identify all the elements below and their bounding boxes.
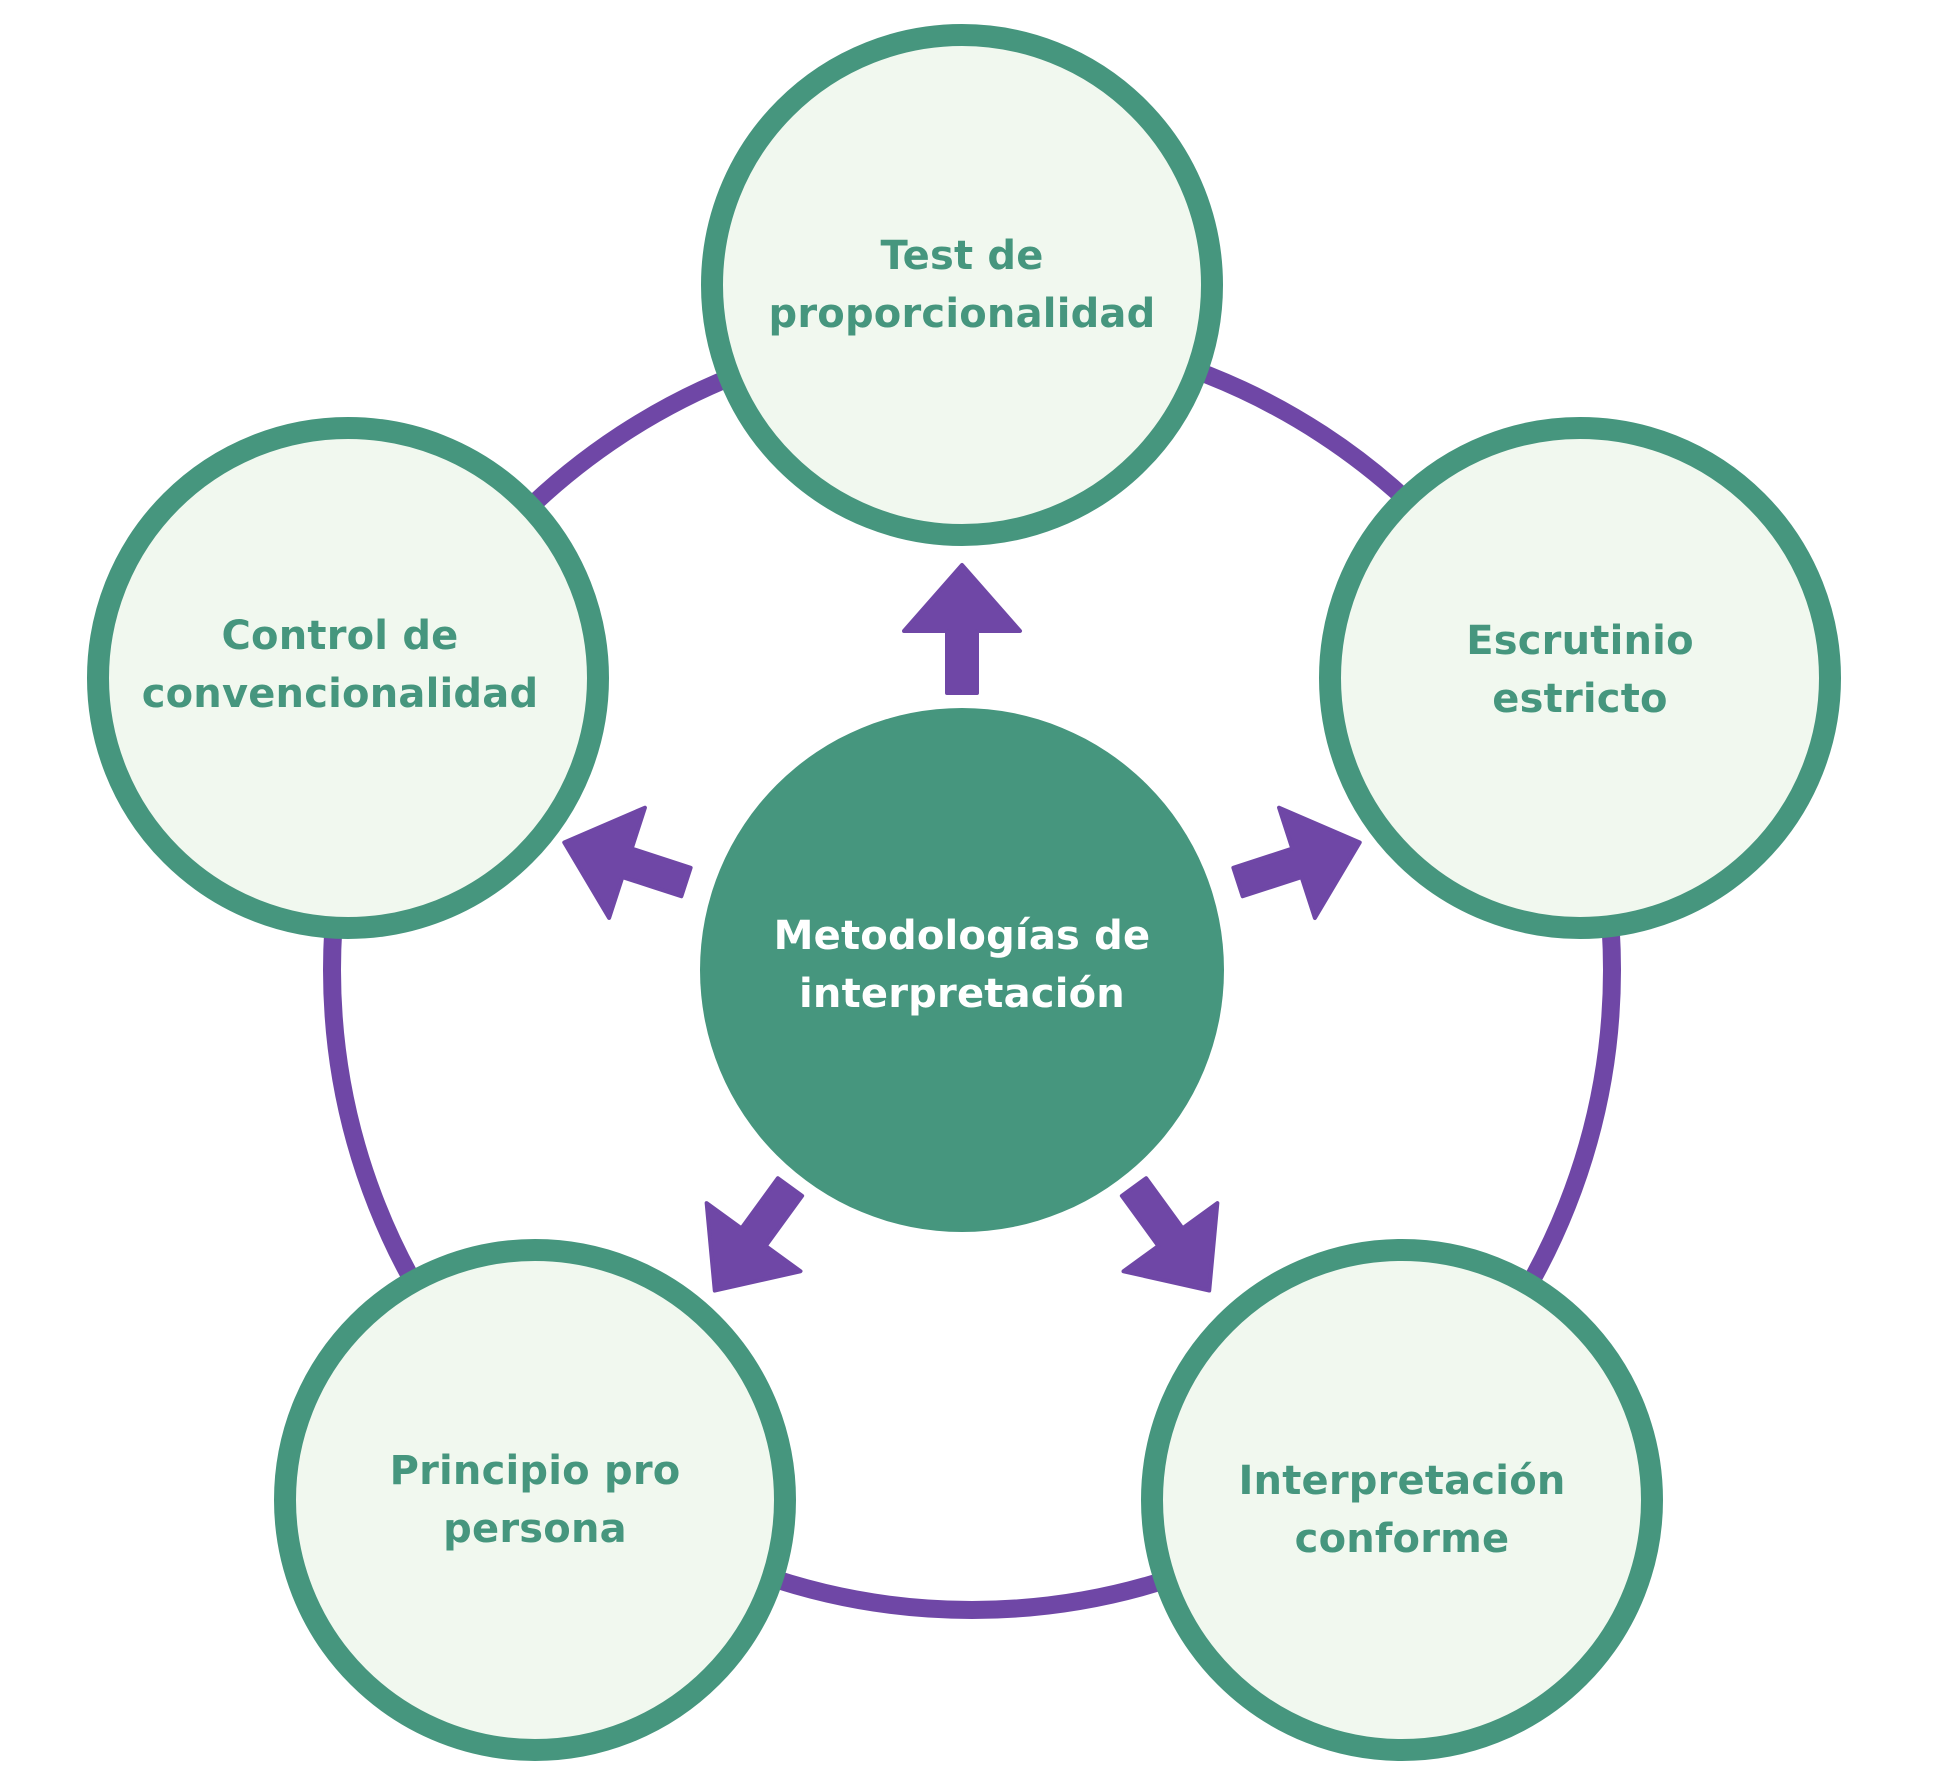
node-label-line: convencionalidad bbox=[141, 671, 539, 717]
node-circle-escrutinio-estricto bbox=[1319, 417, 1841, 939]
node-label-principio-pro-persona: Principio pro persona bbox=[285, 1400, 785, 1600]
center-label: Metodologías de interpretación bbox=[722, 875, 1202, 1055]
node-label-line: Control de bbox=[221, 613, 459, 659]
center-label-line: Metodologías de bbox=[773, 913, 1151, 959]
node-label-test-proporcionalidad: Test de proporcionalidad bbox=[712, 185, 1212, 385]
node-label-line: Escrutinio bbox=[1466, 618, 1694, 664]
arrow-to-control-convencionalidad bbox=[562, 805, 693, 921]
arrow-to-principio-pro-persona bbox=[704, 1176, 805, 1293]
node-circle-test-proporcionalidad bbox=[701, 24, 1223, 546]
node-circle-interpretacion-conforme bbox=[1141, 1239, 1663, 1761]
arrow-to-escrutinio-estricto bbox=[1231, 805, 1362, 921]
center-label-line: interpretación bbox=[799, 971, 1125, 1017]
arrow-to-interpretacion-conforme bbox=[1119, 1176, 1220, 1293]
node-label-line: Interpretación bbox=[1238, 1458, 1566, 1504]
center-hub bbox=[700, 708, 1224, 1232]
node-label-line: conforme bbox=[1294, 1516, 1510, 1562]
node-label-line: persona bbox=[443, 1506, 627, 1552]
node-circle-control-convencionalidad bbox=[87, 417, 609, 939]
arrows-group bbox=[562, 563, 1362, 1293]
node-label-line: proporcionalidad bbox=[768, 291, 1156, 337]
node-label-interpretacion-conforme: Interpretación conforme bbox=[1152, 1410, 1652, 1610]
node-label-line: Test de bbox=[880, 233, 1044, 279]
node-circle-principio-pro-persona bbox=[274, 1239, 796, 1761]
node-label-line: Principio pro bbox=[389, 1448, 681, 1494]
node-label-escrutinio-estricto: Escrutinio estricto bbox=[1330, 570, 1830, 770]
arrow-to-test-proporcionalidad bbox=[902, 563, 1022, 695]
node-label-control-convencionalidad: Control de convencionalidad bbox=[80, 565, 600, 765]
node-label-line: estricto bbox=[1492, 676, 1668, 722]
